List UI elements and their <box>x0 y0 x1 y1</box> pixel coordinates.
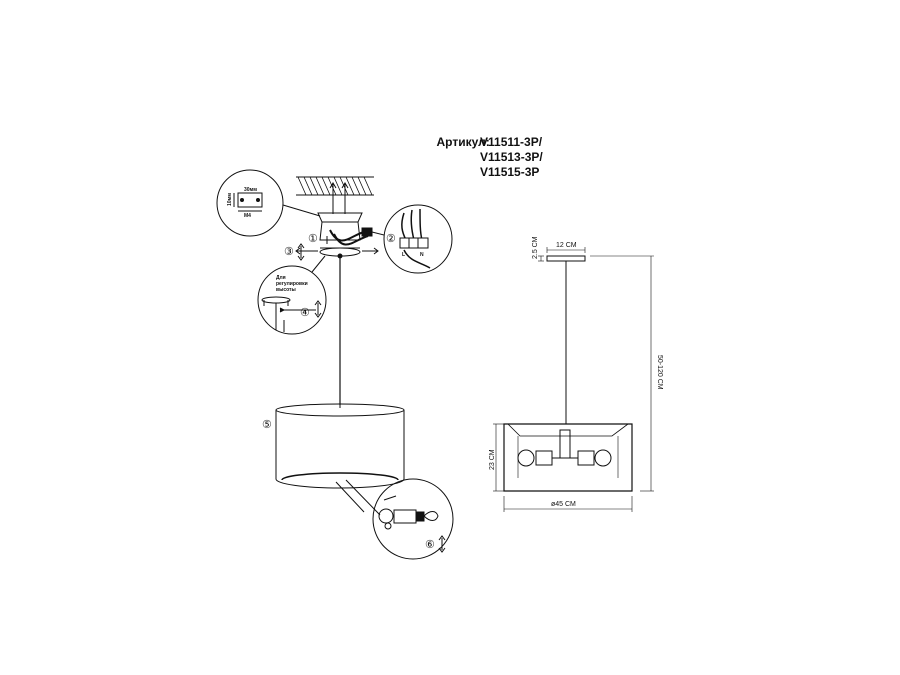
detail-dim-2: 10мм <box>227 193 233 206</box>
dimension-drawing <box>493 247 654 512</box>
article-code-2: V11513-3P/ <box>480 150 543 164</box>
article-label: Артикул: <box>436 135 490 149</box>
detail-dim-1: 30мм <box>244 187 257 193</box>
height-note-3: высоты <box>276 287 296 293</box>
step-3: ③ <box>284 246 294 258</box>
height-note-2: регулировки <box>276 281 308 287</box>
ceiling-hatch <box>296 176 374 196</box>
height-note-1: Для <box>276 275 286 281</box>
dim-canopy-height: 2.5 СМ <box>532 236 539 259</box>
article-code-3: V11515-3P <box>480 165 540 179</box>
step-6: ⑥ <box>425 539 435 551</box>
terminal-label-n: N <box>420 252 424 258</box>
step-1: ① <box>308 233 318 245</box>
detail-height-circle <box>257 255 327 335</box>
detail-dim-3: М4 <box>244 213 251 219</box>
article-block: Артикул: V11511-3P/ V11513-3P/ V11515-3P <box>436 135 543 180</box>
article-code-1: V11511-3P/ <box>480 135 543 149</box>
step-5: ⑤ <box>262 419 272 431</box>
detail-bulb-circle <box>335 478 454 560</box>
mounting-bracket <box>295 212 379 262</box>
terminal-label-l: L <box>402 252 405 258</box>
dim-shade-height: 23 СМ <box>489 449 496 470</box>
dim-canopy-width: 12 СМ <box>556 242 577 249</box>
step-arrows <box>297 236 446 553</box>
lamp-shade <box>275 403 405 489</box>
ceiling-screws <box>329 182 349 214</box>
detail-terminal-circle <box>371 204 453 274</box>
dim-shade-diameter: ø45 СМ <box>551 501 576 508</box>
step-4: ④ <box>300 307 310 319</box>
detail-bracket-circle <box>216 169 321 237</box>
step-2: ② <box>386 233 396 245</box>
dim-total-height: 50-120 СМ <box>656 355 663 390</box>
